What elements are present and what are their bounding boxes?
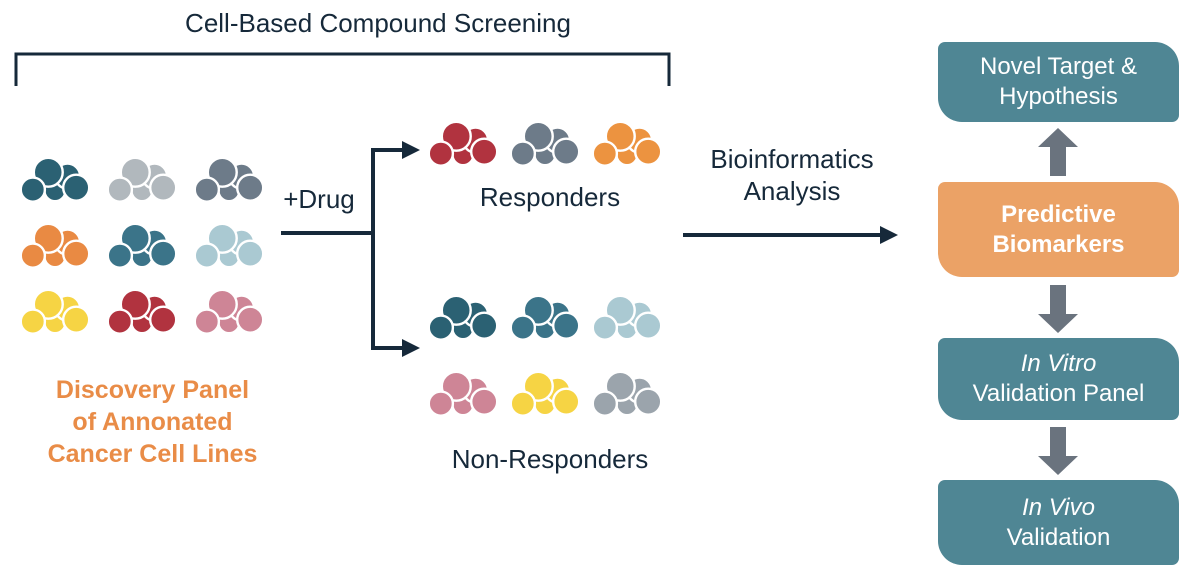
cell-cluster — [592, 370, 662, 417]
cell-cluster — [428, 120, 498, 167]
down-arrow-icon — [1038, 285, 1078, 333]
drug-branch-line — [281, 148, 375, 350]
cell-cluster — [194, 222, 264, 269]
predictive-biomarkers-box: Predictive Biomarkers — [938, 182, 1179, 277]
cell-cluster — [592, 294, 662, 341]
screening-bracket-icon — [14, 52, 671, 86]
cell-cluster — [107, 156, 177, 203]
cell-cluster — [20, 156, 90, 203]
cell-cluster — [20, 288, 90, 335]
cell-cluster — [107, 222, 177, 269]
page-title: Cell-Based Compound Screening — [185, 8, 571, 38]
nonresponders-cluster-row-2 — [428, 366, 662, 420]
cell-cluster — [428, 370, 498, 417]
bioinformatics-label: Bioinformatics Analysis — [710, 144, 874, 206]
nonresponders-arrowhead-icon — [402, 339, 420, 357]
responders-label: Responders — [479, 182, 621, 212]
cell-cluster — [510, 370, 580, 417]
cell-cluster — [428, 294, 498, 341]
responders-arrowhead-icon — [402, 141, 420, 159]
down-arrow-icon — [1038, 427, 1078, 475]
drug-label: +Drug — [283, 184, 355, 214]
novel-target-hypothesis-box: Novel Target & Hypothesis — [938, 42, 1179, 122]
bioinformatics-arrowhead-icon — [880, 226, 898, 244]
nonresponders-label: Non-Responders — [451, 444, 649, 474]
cell-cluster — [107, 288, 177, 335]
discovery-panel-label: Discovery Panel of Annonated Cancer Cell… — [47, 376, 258, 468]
up-arrow-icon — [1038, 128, 1078, 176]
discovery-cell-panel — [20, 152, 264, 338]
cell-cluster — [510, 120, 580, 167]
cell-cluster — [194, 288, 264, 335]
cell-cluster — [592, 120, 662, 167]
cell-cluster — [510, 294, 580, 341]
in-vivo-validation-box: In Vivo Validation — [938, 480, 1179, 565]
nonresponders-cluster-row-1 — [428, 290, 662, 344]
in-vitro-validation-box: In Vitro Validation Panel — [938, 338, 1179, 420]
responders-cluster-row — [428, 116, 662, 170]
cell-cluster — [194, 156, 264, 203]
cell-cluster — [20, 222, 90, 269]
